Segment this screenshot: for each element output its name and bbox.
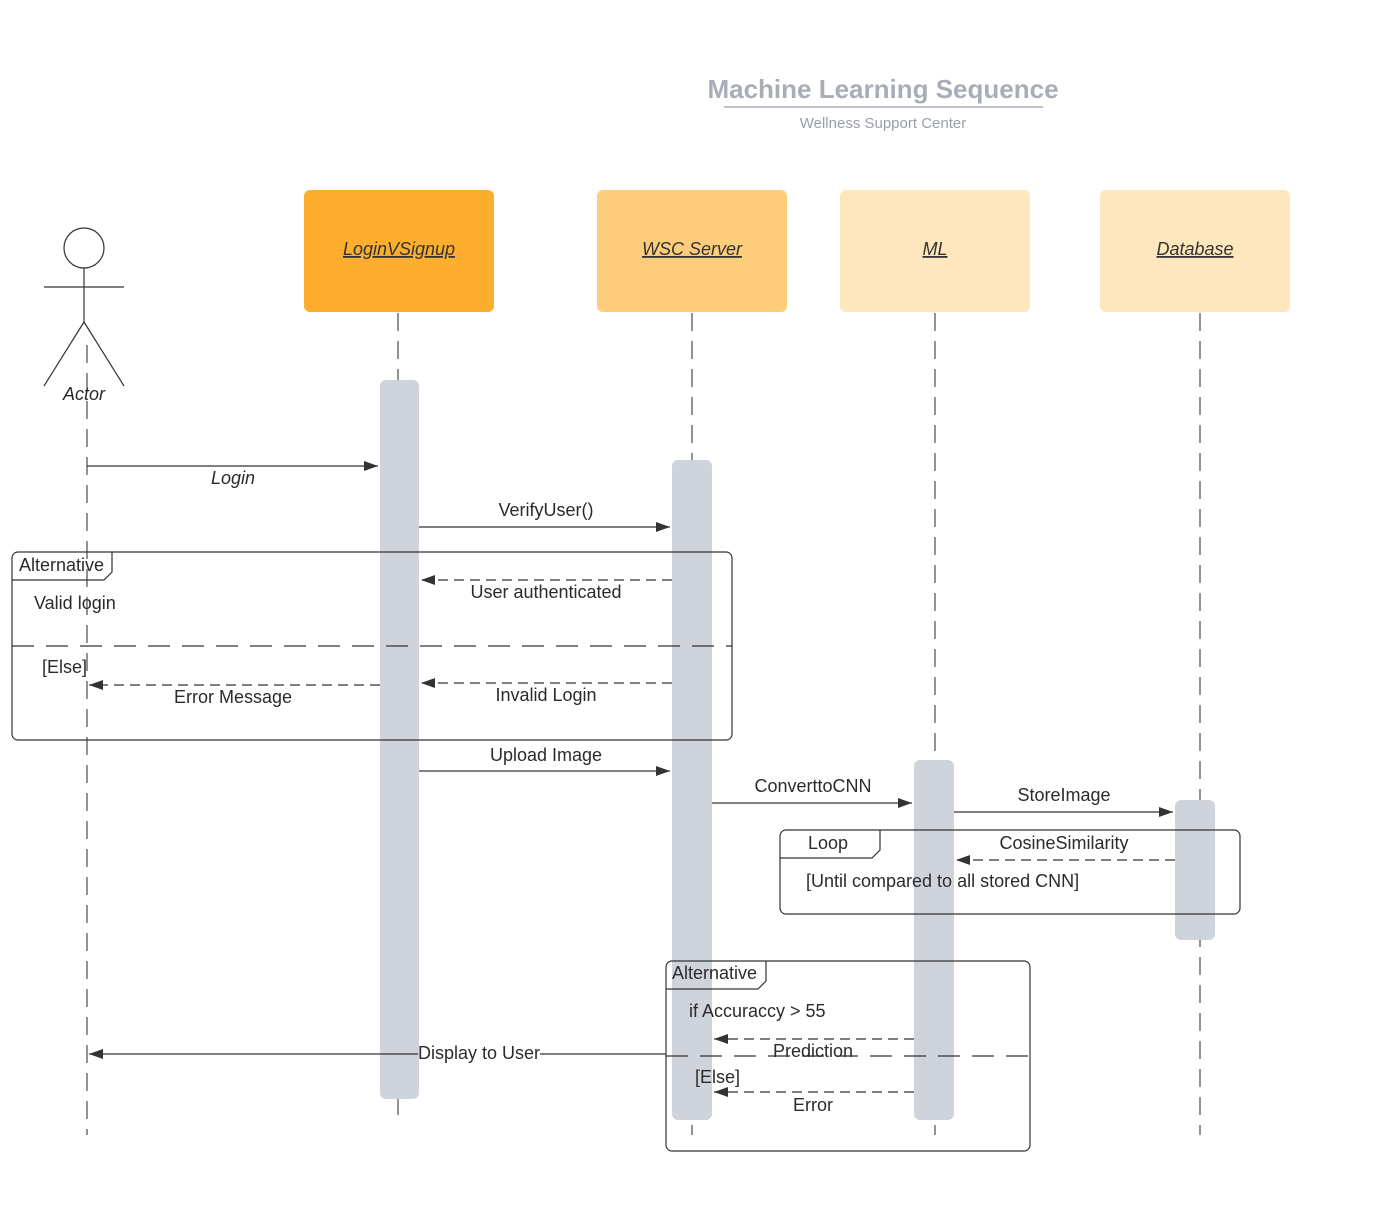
alt-fragment-accuracy [665,960,1031,1152]
alt2-guard-accuracy: if Accuraccy > 55 [689,1001,826,1021]
message-verify-user: VerifyUser() [498,500,593,520]
message-convert-to-cnn: ConverttoCNN [754,776,871,796]
participant-ml-label: ML [922,239,947,259]
participant-ml: ML [840,190,1030,312]
actor-figure [43,227,125,387]
message-prediction: Prediction [773,1041,853,1061]
message-store-image: StoreImage [1017,785,1110,805]
alt1-guard-valid: Valid login [34,593,116,613]
message-login: Login [211,468,255,488]
alt2-label: Alternative [672,963,757,983]
participant-login-label: LoginVSignup [343,239,455,259]
loop-label: Loop [808,833,848,853]
message-error: Error [793,1095,833,1115]
alt-fragment-login [11,551,733,741]
ml-activation [914,760,954,1120]
alt1-label: Alternative [19,555,104,575]
participant-server: WSC Server [597,190,787,312]
participant-server-label: WSC Server [642,239,743,259]
message-error-message: Error Message [174,687,292,707]
message-display-to-user: Display to User [418,1043,540,1063]
alt1-guard-else: [Else] [42,657,87,677]
message-user-authenticated: User authenticated [470,582,621,602]
db-activation [1175,800,1215,940]
participant-db-label: Database [1156,239,1233,259]
server-activation [672,460,712,1120]
message-cosine-similarity: CosineSimilarity [999,833,1128,853]
diagram-subtitle: Wellness Support Center [800,115,966,132]
actor-label: Actor [62,384,106,404]
alt2-guard-else: [Else] [695,1067,740,1087]
loop-guard: [Until compared to all stored CNN] [806,871,1079,891]
participant-db: Database [1100,190,1290,312]
message-invalid-login: Invalid Login [495,685,596,705]
loop-fragment [779,829,1241,915]
diagram-title: Machine Learning Sequence [707,74,1058,104]
message-upload-image: Upload Image [490,745,602,765]
participant-login: LoginVSignup [304,190,494,312]
